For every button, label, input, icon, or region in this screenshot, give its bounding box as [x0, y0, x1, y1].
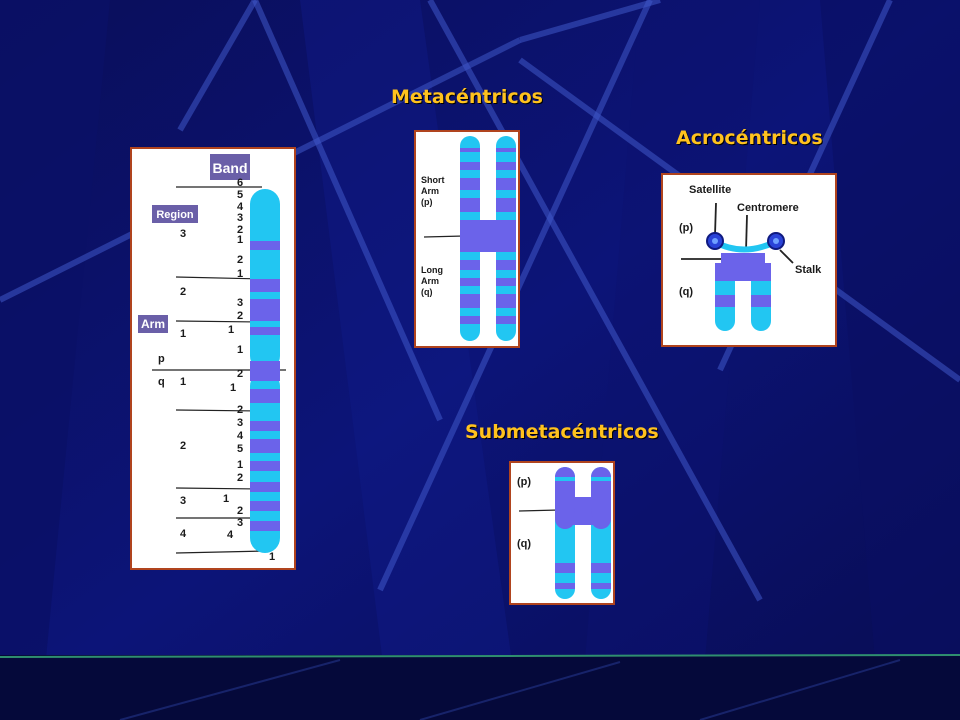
band-label: 2	[237, 224, 243, 236]
centromere-pointer	[518, 509, 560, 512]
acrocentric-diagram: Satellite Centromere Stalk (p) (q)	[679, 184, 822, 331]
dark-band	[250, 501, 280, 511]
submetacentric-chromosome	[555, 467, 611, 599]
acrocentric-panel: Satellite Centromere Stalk (p) (q)	[661, 173, 837, 347]
p-arm-label: (p)	[679, 222, 693, 234]
ideogram-diagram: Band Region Arm 3 2 1 1 2 3 4 p	[138, 154, 286, 563]
band-label: 1	[230, 382, 236, 394]
dark-band	[250, 241, 280, 250]
band-label: 1	[223, 493, 229, 505]
dark-band	[715, 295, 735, 307]
dark-band	[250, 361, 280, 381]
centromere-block	[715, 263, 771, 281]
arm-header: Arm	[141, 317, 165, 331]
region-label: 4	[180, 528, 187, 540]
band-label: 5	[237, 189, 243, 201]
band-label: 5	[237, 443, 243, 455]
metacentric-panel: Short Arm (p) Long Arm (q)	[414, 130, 520, 348]
arm-header-box	[138, 315, 168, 333]
band-label: 4	[237, 201, 244, 213]
long-arm-label: (q)	[421, 287, 433, 297]
dark-band	[250, 327, 280, 335]
title-submetacentric: Submetacéntricos	[465, 421, 659, 443]
metacentric-chromosome	[460, 136, 516, 341]
submetacentric-diagram: (p) (q)	[517, 467, 611, 599]
dark-band	[250, 521, 280, 531]
q-arm-label: (q)	[679, 286, 693, 298]
satellite-label: Satellite	[689, 184, 731, 196]
band-label: 2	[237, 254, 243, 266]
band-label: 1	[237, 234, 243, 246]
region-label: 2	[180, 440, 186, 452]
region-label: 3	[180, 228, 186, 240]
band-label: 2	[237, 368, 243, 380]
region-label: 1	[180, 376, 186, 388]
band-label: 3	[237, 517, 243, 529]
band-label: 3	[237, 297, 243, 309]
band-label: 4	[237, 430, 244, 442]
band-label: 4	[227, 529, 234, 541]
region-header-box	[152, 205, 198, 223]
pointer-lines	[681, 202, 794, 264]
band-label: 3	[237, 417, 243, 429]
band-label: 2	[237, 505, 243, 517]
band-label: 1	[237, 344, 243, 356]
q-arm-label: (q)	[517, 538, 531, 550]
short-arm	[721, 253, 765, 265]
ideogram-panel: Band Region Arm 3 2 1 1 2 3 4 p	[130, 147, 296, 570]
band-label: 6	[237, 177, 243, 189]
band-label: 2	[237, 472, 243, 484]
band-header-box	[210, 154, 250, 180]
title-acrocentric: Acrocéntricos	[676, 127, 823, 149]
dark-band	[250, 279, 280, 292]
arm-q-label: q	[158, 376, 165, 388]
band-label: 2	[237, 404, 243, 416]
centromere-label: Centromere	[737, 202, 799, 214]
stalk-label: Stalk	[795, 264, 822, 276]
dark-band	[250, 439, 280, 453]
acrocentric-chromosome	[706, 232, 785, 331]
metacentric-diagram: Short Arm (p) Long Arm (q)	[421, 136, 516, 341]
band-label: 1	[269, 551, 275, 563]
region-header: Region	[156, 209, 194, 221]
band-label: 1	[237, 268, 243, 280]
p-arm-label: (p)	[517, 476, 531, 488]
stalk	[713, 239, 777, 253]
arm-p-label: p	[158, 353, 165, 365]
region-label: 1	[180, 328, 186, 340]
long-arm-label: Long	[421, 265, 443, 275]
short-arm-label: Short	[421, 175, 445, 185]
dark-band	[250, 461, 280, 471]
band-label: 1	[237, 459, 243, 471]
region-label: 2	[180, 286, 186, 298]
submetacentric-panel: (p) (q)	[509, 461, 615, 605]
region-label: 3	[180, 495, 186, 507]
band-label: 2	[237, 310, 243, 322]
long-arm-label: Arm	[421, 276, 439, 286]
dark-band	[250, 421, 280, 431]
band-label: 1	[228, 324, 234, 336]
band-header: Band	[213, 160, 248, 176]
dark-band	[250, 389, 280, 403]
dark-band	[250, 482, 280, 492]
centromere	[567, 497, 599, 525]
title-metacentric: Metacéntricos	[391, 86, 543, 108]
ideogram-chromosome	[250, 189, 280, 553]
dark-band	[751, 295, 771, 307]
band-label: 3	[237, 212, 243, 224]
short-arm-label: Arm	[421, 186, 439, 196]
dark-band	[250, 299, 280, 321]
centromere-pointer	[423, 235, 465, 238]
short-arm-label: (p)	[421, 197, 433, 207]
